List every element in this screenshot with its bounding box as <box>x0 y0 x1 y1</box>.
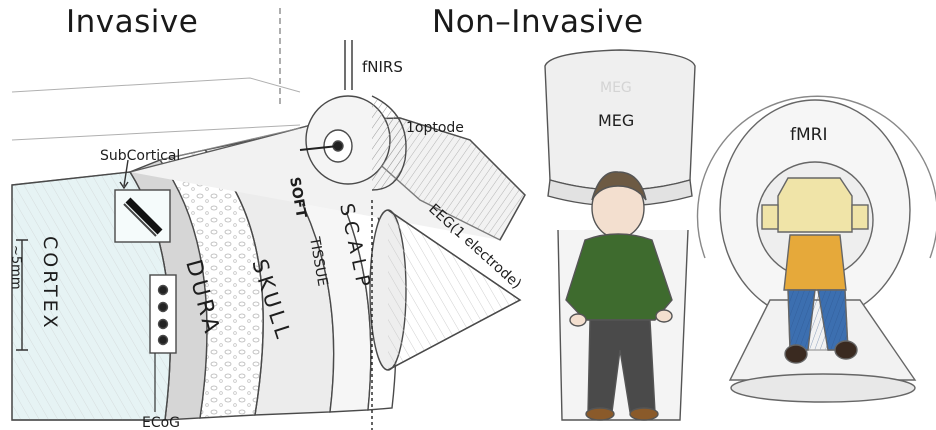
optode-label: 1optode <box>406 120 464 136</box>
depth-label: ~5mm <box>8 245 23 290</box>
fnirs-label: fNIRS <box>362 58 403 76</box>
meg-label: MEG <box>598 111 634 130</box>
meg-scanner <box>545 50 695 420</box>
meg-faint-label: MEG <box>600 80 632 96</box>
cortex-label: CORTEX <box>39 236 61 331</box>
subcortical-label: SubCortical <box>100 148 180 164</box>
ecog-label: ECoG <box>142 415 180 430</box>
fmri-label: fMRI <box>790 125 827 145</box>
